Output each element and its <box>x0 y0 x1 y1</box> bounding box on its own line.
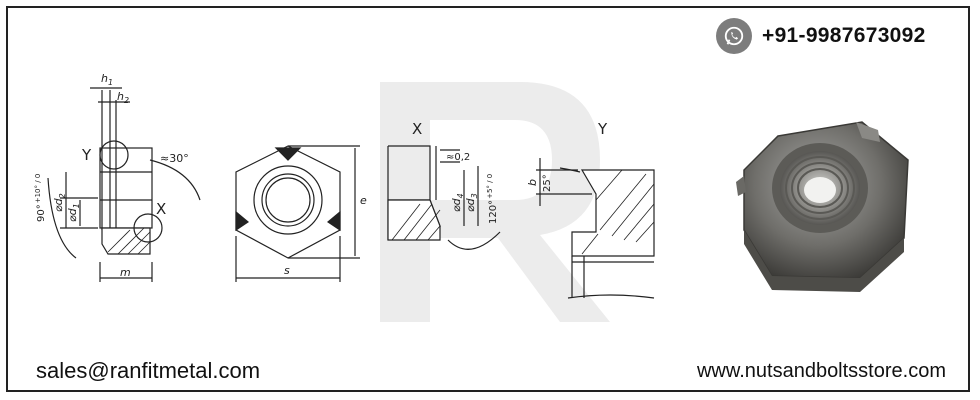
detail-x-title: X <box>412 120 422 138</box>
label-angle-120: 120° <box>488 200 499 224</box>
weld-nut-photo <box>736 121 909 292</box>
outer-frame <box>6 6 970 392</box>
top-view <box>235 145 360 282</box>
detail-y-title: Y <box>597 120 608 138</box>
email-address[interactable]: sales@ranfitmetal.com <box>36 358 261 383</box>
top-view-labels: e s <box>284 194 367 277</box>
svg-text:120°+5° / 0: 120°+5° / 0 <box>486 174 499 224</box>
detail-y <box>536 158 655 299</box>
detail-x <box>387 145 501 250</box>
label-s: s <box>284 264 290 277</box>
svg-text:h1: h1 <box>101 72 113 87</box>
label-d3: ⌀d <box>464 197 477 212</box>
svg-text:⌀d1: ⌀d1 <box>66 203 81 222</box>
label-d2: ⌀d <box>52 197 65 212</box>
label-d4: ⌀d <box>450 197 463 212</box>
label-angle-90: 90° <box>36 204 47 222</box>
detail-y-labels: Y b 25° <box>526 120 608 192</box>
svg-text:⌀d4: ⌀d4 <box>450 193 465 212</box>
label-m: m <box>120 266 131 279</box>
label-d1: ⌀d <box>66 207 79 222</box>
phone-number[interactable]: +91-9987673092 <box>762 24 926 47</box>
label-detail-y: Y <box>81 146 92 164</box>
svg-text:⌀d2: ⌀d2 <box>52 193 67 212</box>
svg-text:⌀d3: ⌀d3 <box>464 193 479 212</box>
whatsapp-icon[interactable] <box>716 18 752 54</box>
svg-text:90°+10° / 0: 90°+10° / 0 <box>34 174 47 222</box>
label-angle-30: ≈30° <box>160 152 189 165</box>
label-e: e <box>360 194 367 207</box>
label-angle-25: 25° <box>542 174 553 192</box>
website-url[interactable]: www.nutsandboltsstore.com <box>696 360 946 382</box>
label-h1: h <box>101 72 108 85</box>
phone-contact[interactable]: +91-9987673092 <box>716 18 926 54</box>
label-detail-x: X <box>156 200 166 218</box>
side-view-labels: h1 h2 Y X ≈30° m 90°+10° / 0 ⌀d2 ⌀d1 <box>34 72 189 279</box>
detail-x-labels: X ≈0,2 ⌀d4 ⌀d3 120°+5° / 0 <box>412 120 499 224</box>
label-b: b <box>526 179 539 186</box>
side-view <box>47 87 201 282</box>
label-h2: h <box>117 90 124 103</box>
svg-text:h2: h2 <box>117 90 129 105</box>
label-gap: ≈0,2 <box>446 152 470 163</box>
